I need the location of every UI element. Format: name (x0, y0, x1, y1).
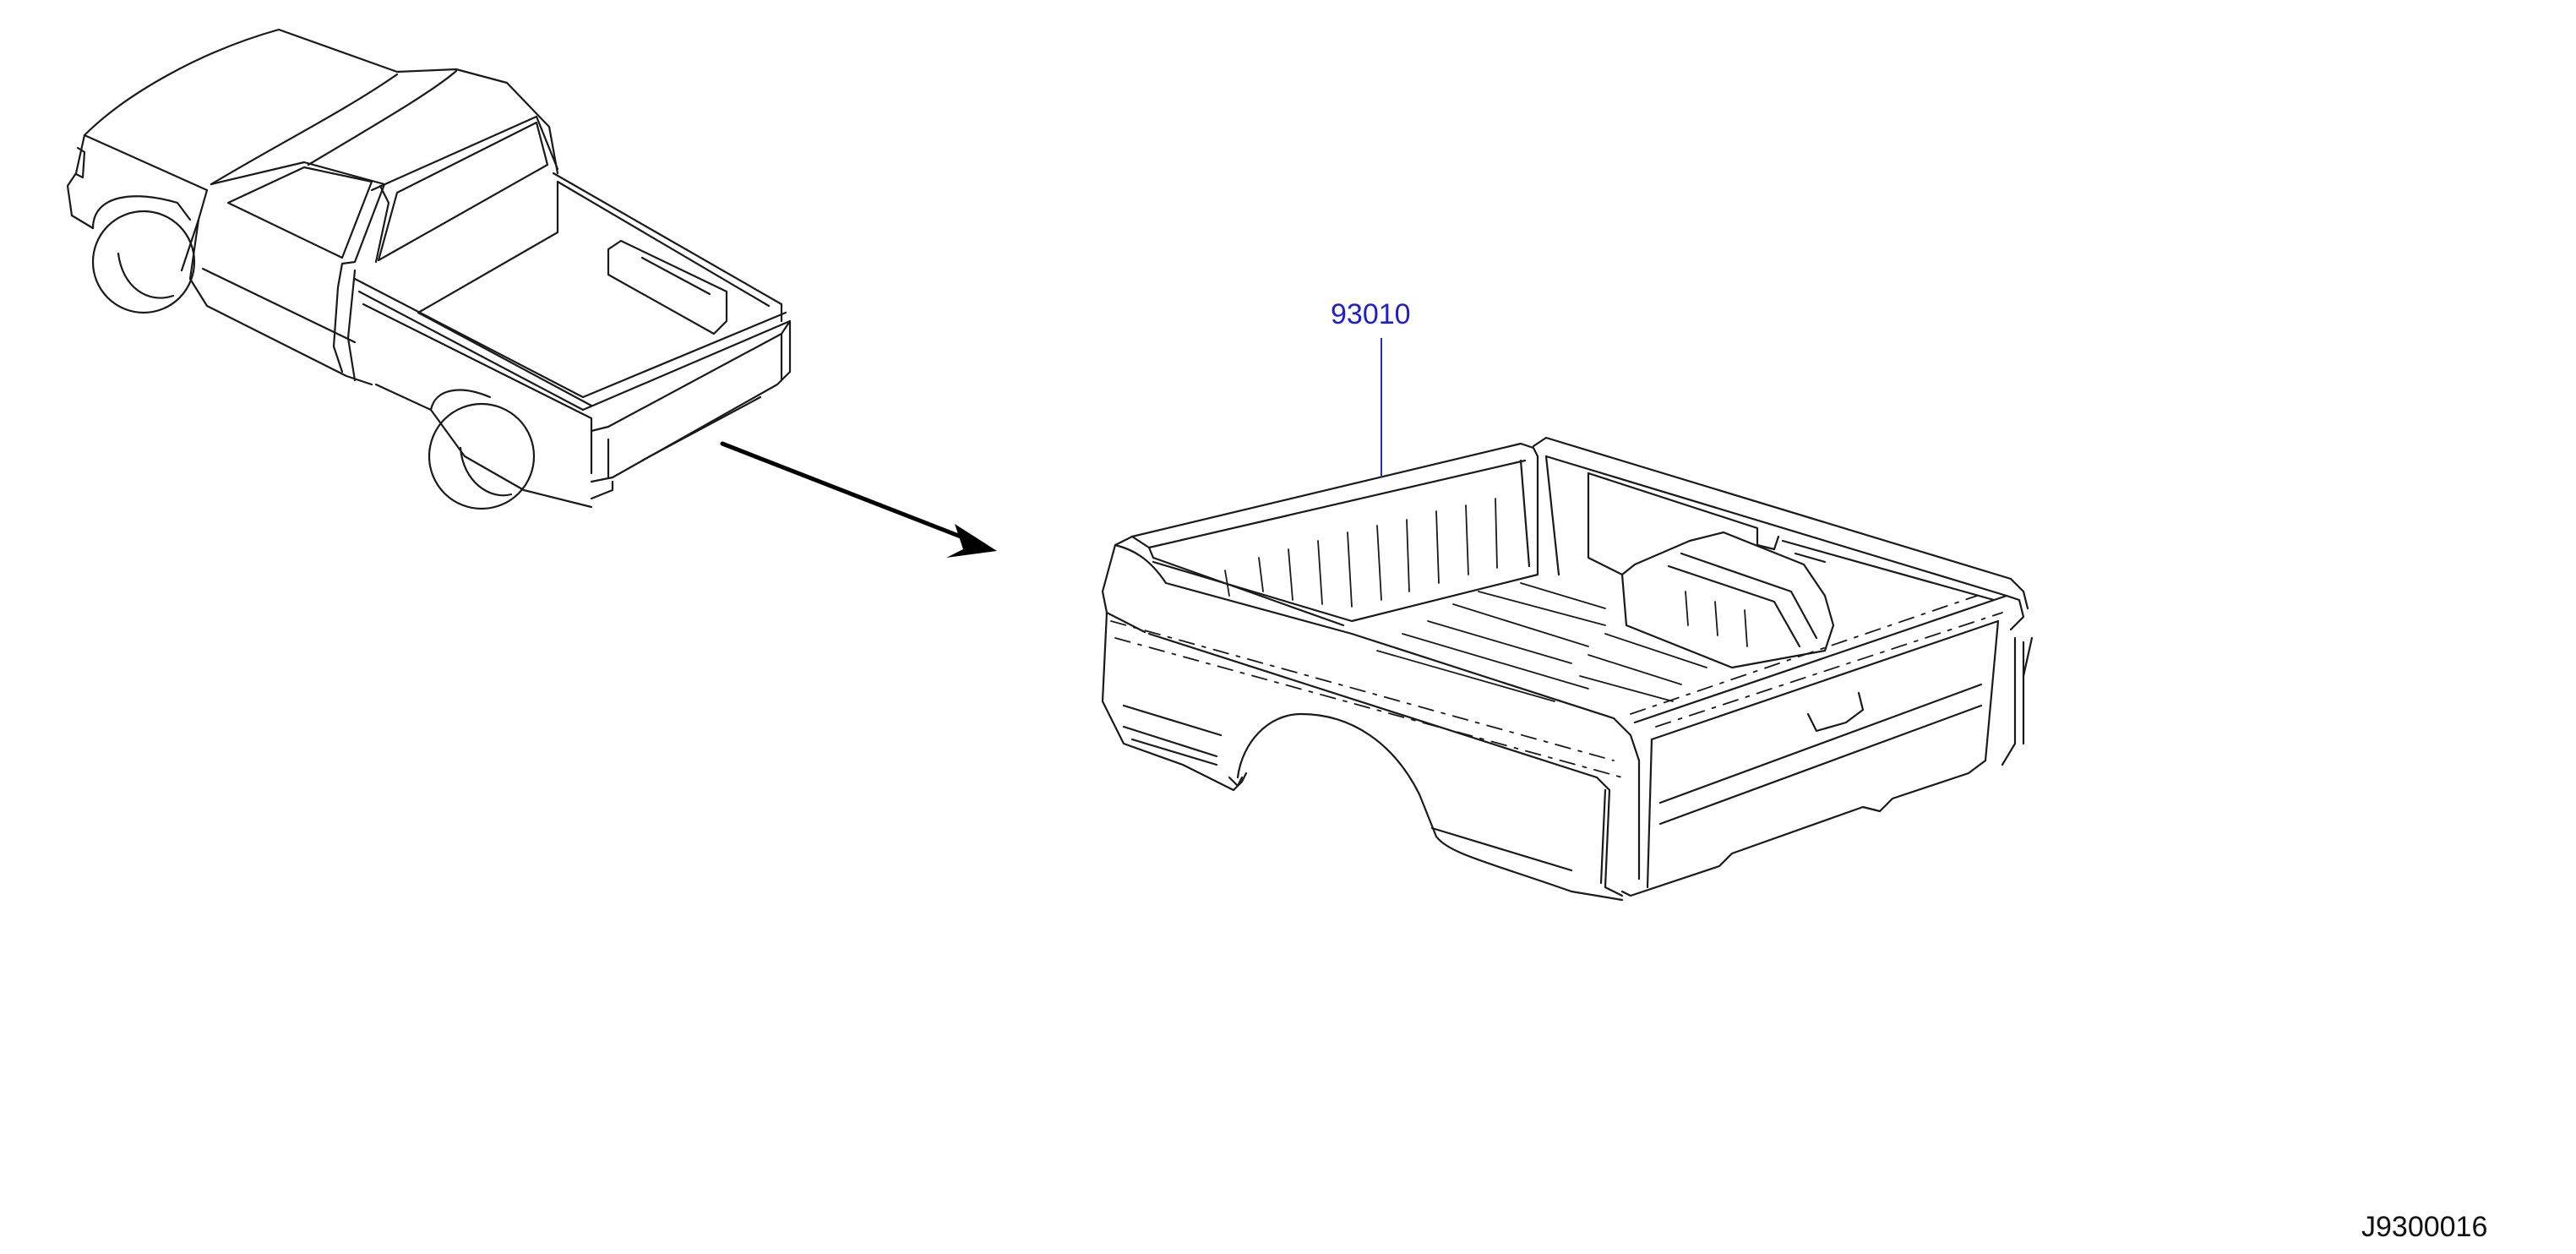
part-number-label[interactable]: 93010 (1331, 298, 1411, 330)
direction-arrow (720, 441, 997, 558)
pickup-truck-overview (66, 28, 792, 510)
part-callout-93010[interactable]: 93010 (1331, 298, 1411, 477)
truck-bed-assembly (1101, 436, 2034, 902)
diagram-reference-code: J9300016 (2361, 1211, 2487, 1243)
